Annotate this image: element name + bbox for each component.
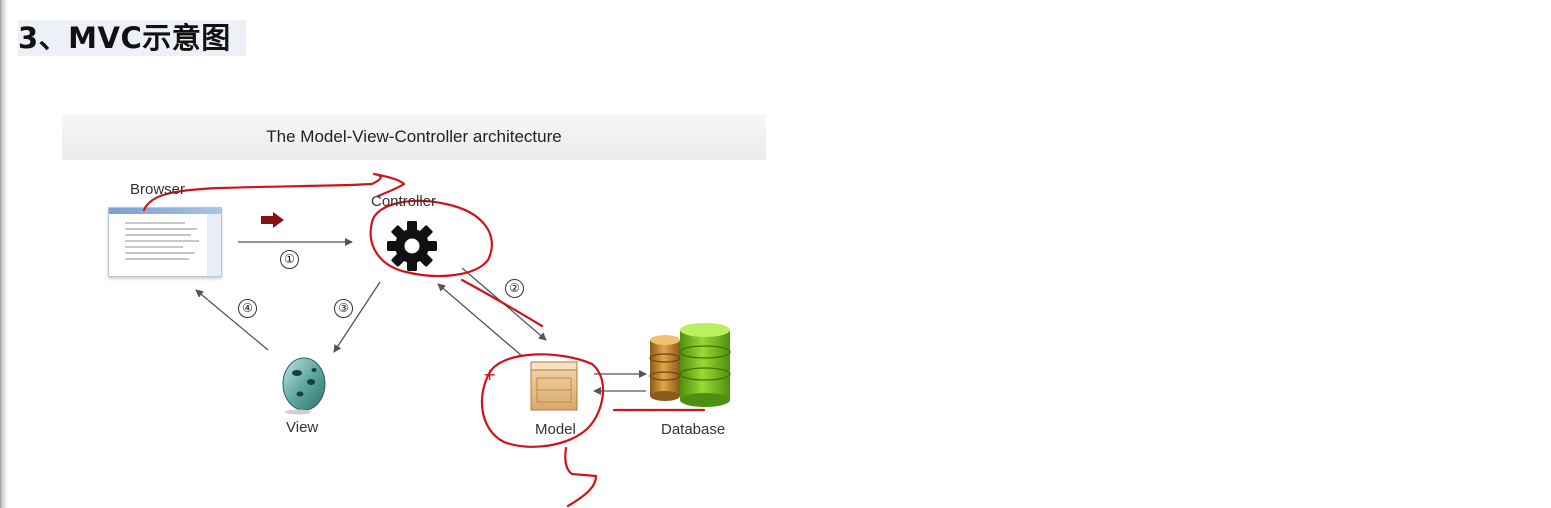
browser-text-line: [125, 246, 183, 248]
diagram-title: The Model-View-Controller architecture: [266, 127, 562, 146]
right-arrow-icon: [261, 212, 284, 228]
arrow-controller-to-view: [333, 281, 381, 353]
label-controller: Controller: [371, 193, 437, 210]
arrow-view-to-browser: [195, 289, 269, 351]
browser-text-line: [125, 228, 197, 230]
arrow-model-to-controller: [437, 283, 523, 357]
step-1-marker: ①: [280, 250, 299, 269]
handwritten-annotations: [142, 172, 706, 508]
browser-text-line: [125, 234, 191, 236]
step-3-marker: ③: [334, 299, 353, 318]
page-left-border: [0, 0, 8, 508]
label-database: Database: [661, 421, 726, 438]
browser-text-line: [125, 240, 199, 242]
section-heading: 3、MVC示意图: [18, 20, 246, 56]
annotation-squiggle: [564, 446, 598, 508]
annotation-circle-model: [480, 353, 605, 448]
label-browser: Browser: [130, 181, 186, 198]
step-4-marker: ④: [238, 299, 257, 318]
browser-window-icon: [108, 207, 222, 277]
annotation-stroke-controller-model: [460, 278, 544, 328]
label-view: View: [286, 419, 319, 436]
annotation-stroke-browser-to-controller: [142, 172, 406, 212]
gear-icon: [387, 221, 437, 271]
step-2-marker: ②: [505, 279, 524, 298]
egg-icon: [282, 357, 326, 415]
browser-sidebar: [207, 214, 221, 276]
label-model: Model: [535, 421, 576, 438]
database-stack-icon: [649, 323, 731, 407]
crate-icon: [530, 361, 578, 411]
browser-text-line: [125, 222, 185, 224]
diagram-title-banner: The Model-View-Controller architecture: [62, 114, 766, 160]
browser-text-line: [125, 252, 195, 254]
annotation-plus-mark: +: [483, 365, 496, 384]
browser-titlebar: [109, 208, 221, 214]
browser-text-line: [125, 258, 189, 260]
annotation-circle-controller: [369, 199, 493, 278]
